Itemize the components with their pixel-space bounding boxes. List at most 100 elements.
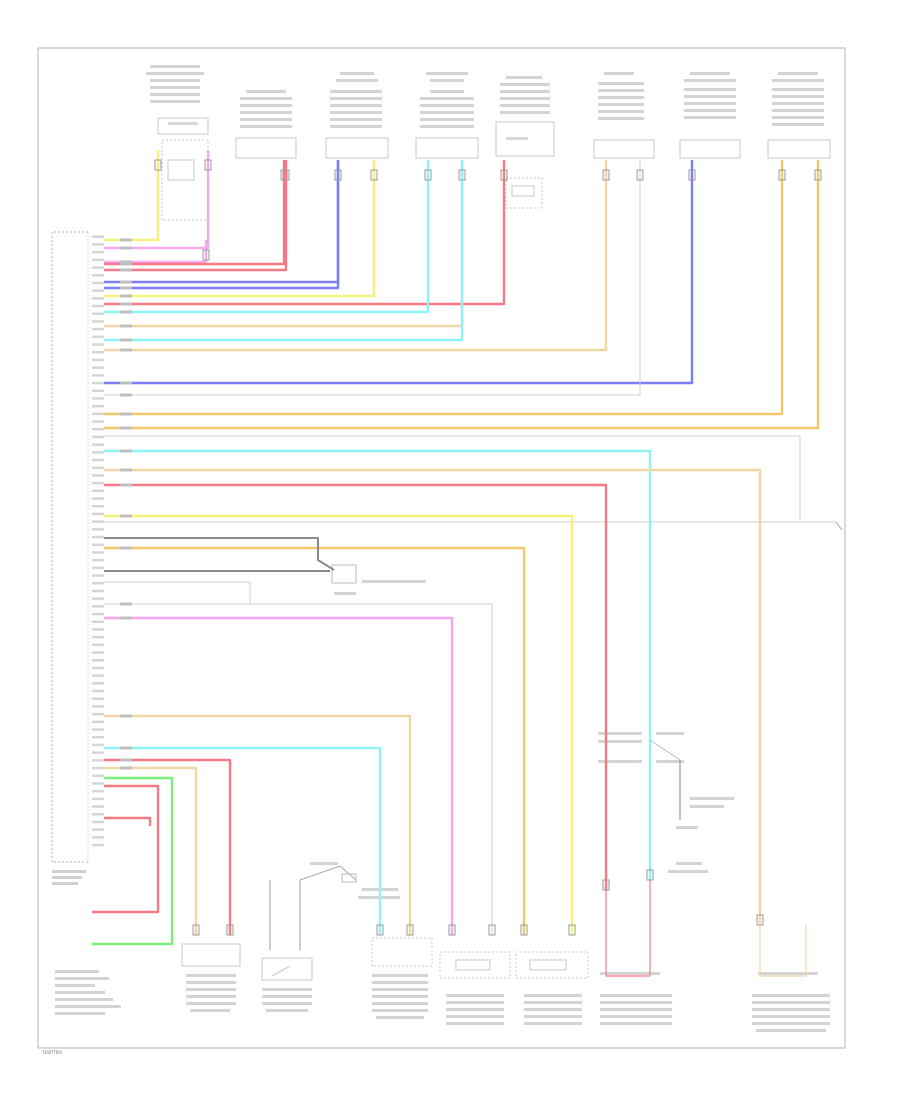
side-airbag-left-connector (679, 72, 741, 159)
pin-label (92, 574, 104, 577)
wire-top-3 (104, 160, 286, 266)
pin-label (92, 643, 104, 647)
wire-rear-sensor-b (649, 739, 681, 761)
pin-label (92, 343, 104, 346)
pin-label (92, 374, 104, 377)
wire-down-10 (104, 766, 198, 935)
pin-label (92, 505, 104, 508)
pin-label (92, 728, 104, 731)
wire-color-label (120, 514, 132, 518)
seat-belt-buckle-switch (261, 957, 313, 1012)
pin-label (92, 697, 104, 700)
wire-down-1 (104, 468, 762, 925)
pin-label (92, 774, 104, 777)
pin-label (92, 397, 104, 400)
pin-label (92, 689, 104, 693)
wire-color-label (120, 616, 132, 620)
clockspring-connector (146, 65, 209, 221)
wire-color-label (120, 286, 132, 290)
front-impact-sensor-left (439, 951, 511, 1025)
connector-pin (448, 924, 456, 936)
rear-sensor-junction (598, 732, 734, 873)
pin-label (92, 466, 104, 469)
pin-label (92, 458, 104, 462)
connector-pin (500, 169, 508, 181)
pin-label (92, 281, 104, 285)
wire-color-label (120, 260, 132, 264)
connector-pin (370, 169, 378, 181)
pin-label (92, 297, 104, 300)
wire-color-label (120, 310, 132, 314)
pin-label (92, 274, 104, 277)
pin-label (92, 597, 104, 600)
pin-label (92, 258, 104, 262)
pin-label (92, 743, 104, 747)
wire-top-6 (104, 160, 340, 290)
diagram-frame (37, 47, 846, 1049)
seat-belt-pretensioner (371, 937, 433, 1019)
wire-top-1 (104, 150, 210, 250)
wire-top-11 (104, 160, 464, 342)
wire-belt-c (299, 865, 357, 881)
connector-pin (202, 249, 210, 261)
pin-label (92, 235, 104, 238)
wire-color-label (120, 280, 132, 284)
wire-color-label (120, 766, 132, 770)
pin-label (92, 512, 104, 516)
pin-label (92, 520, 104, 523)
wire-top-7 (104, 160, 376, 298)
pin-label (92, 389, 104, 392)
pin-label (92, 782, 104, 785)
pin-label (92, 605, 104, 608)
wire-edge-mark (835, 521, 843, 531)
pin-label (92, 381, 104, 385)
driver-side-airbag-connector (235, 90, 297, 159)
pin-label (92, 451, 104, 454)
pin-label (92, 589, 104, 593)
pin-label (92, 628, 104, 631)
pin-label (92, 736, 104, 739)
pin-label (92, 250, 104, 254)
pin-label (92, 312, 104, 315)
pin-label (92, 682, 104, 685)
pin-label (92, 266, 104, 269)
wire-red-occupant (92, 784, 160, 914)
wire-gray-c (104, 581, 492, 605)
pin-label (92, 843, 104, 847)
wire-color-label (120, 483, 132, 487)
pin-label (92, 712, 104, 716)
knee-airbag-connector (495, 76, 555, 209)
pin-label (92, 674, 104, 677)
pin-label (92, 612, 104, 616)
wire-loop-rear (605, 880, 651, 977)
wire-top-14 (104, 160, 641, 396)
pin-label (92, 404, 104, 408)
pin-label (92, 720, 104, 724)
wire-color-label (120, 381, 132, 385)
wire-color-label (120, 602, 132, 606)
pin-label (92, 351, 104, 354)
pin-label (92, 551, 104, 554)
pin-label (92, 428, 104, 431)
wire-color-label (120, 714, 132, 718)
connector-pin (568, 924, 576, 936)
wire-top-9 (104, 160, 430, 314)
side-curtain-airbag-connector (415, 72, 479, 159)
pin-label (92, 304, 104, 308)
pin-label (92, 558, 104, 562)
pin-label (92, 666, 104, 670)
pin-label (92, 358, 104, 362)
wire-red-short (104, 816, 152, 826)
wire-top-15 (104, 160, 784, 416)
pin-label (92, 489, 104, 493)
wire-down-8 (104, 746, 382, 935)
connector-pin (192, 924, 200, 936)
pin-label (92, 474, 104, 477)
airbag-module-outline (51, 231, 88, 863)
wire-color-label (120, 393, 132, 397)
pin-label (92, 797, 104, 801)
wire-loop-right (759, 925, 807, 977)
wire-down-2 (104, 483, 608, 890)
pin-label (92, 635, 104, 639)
